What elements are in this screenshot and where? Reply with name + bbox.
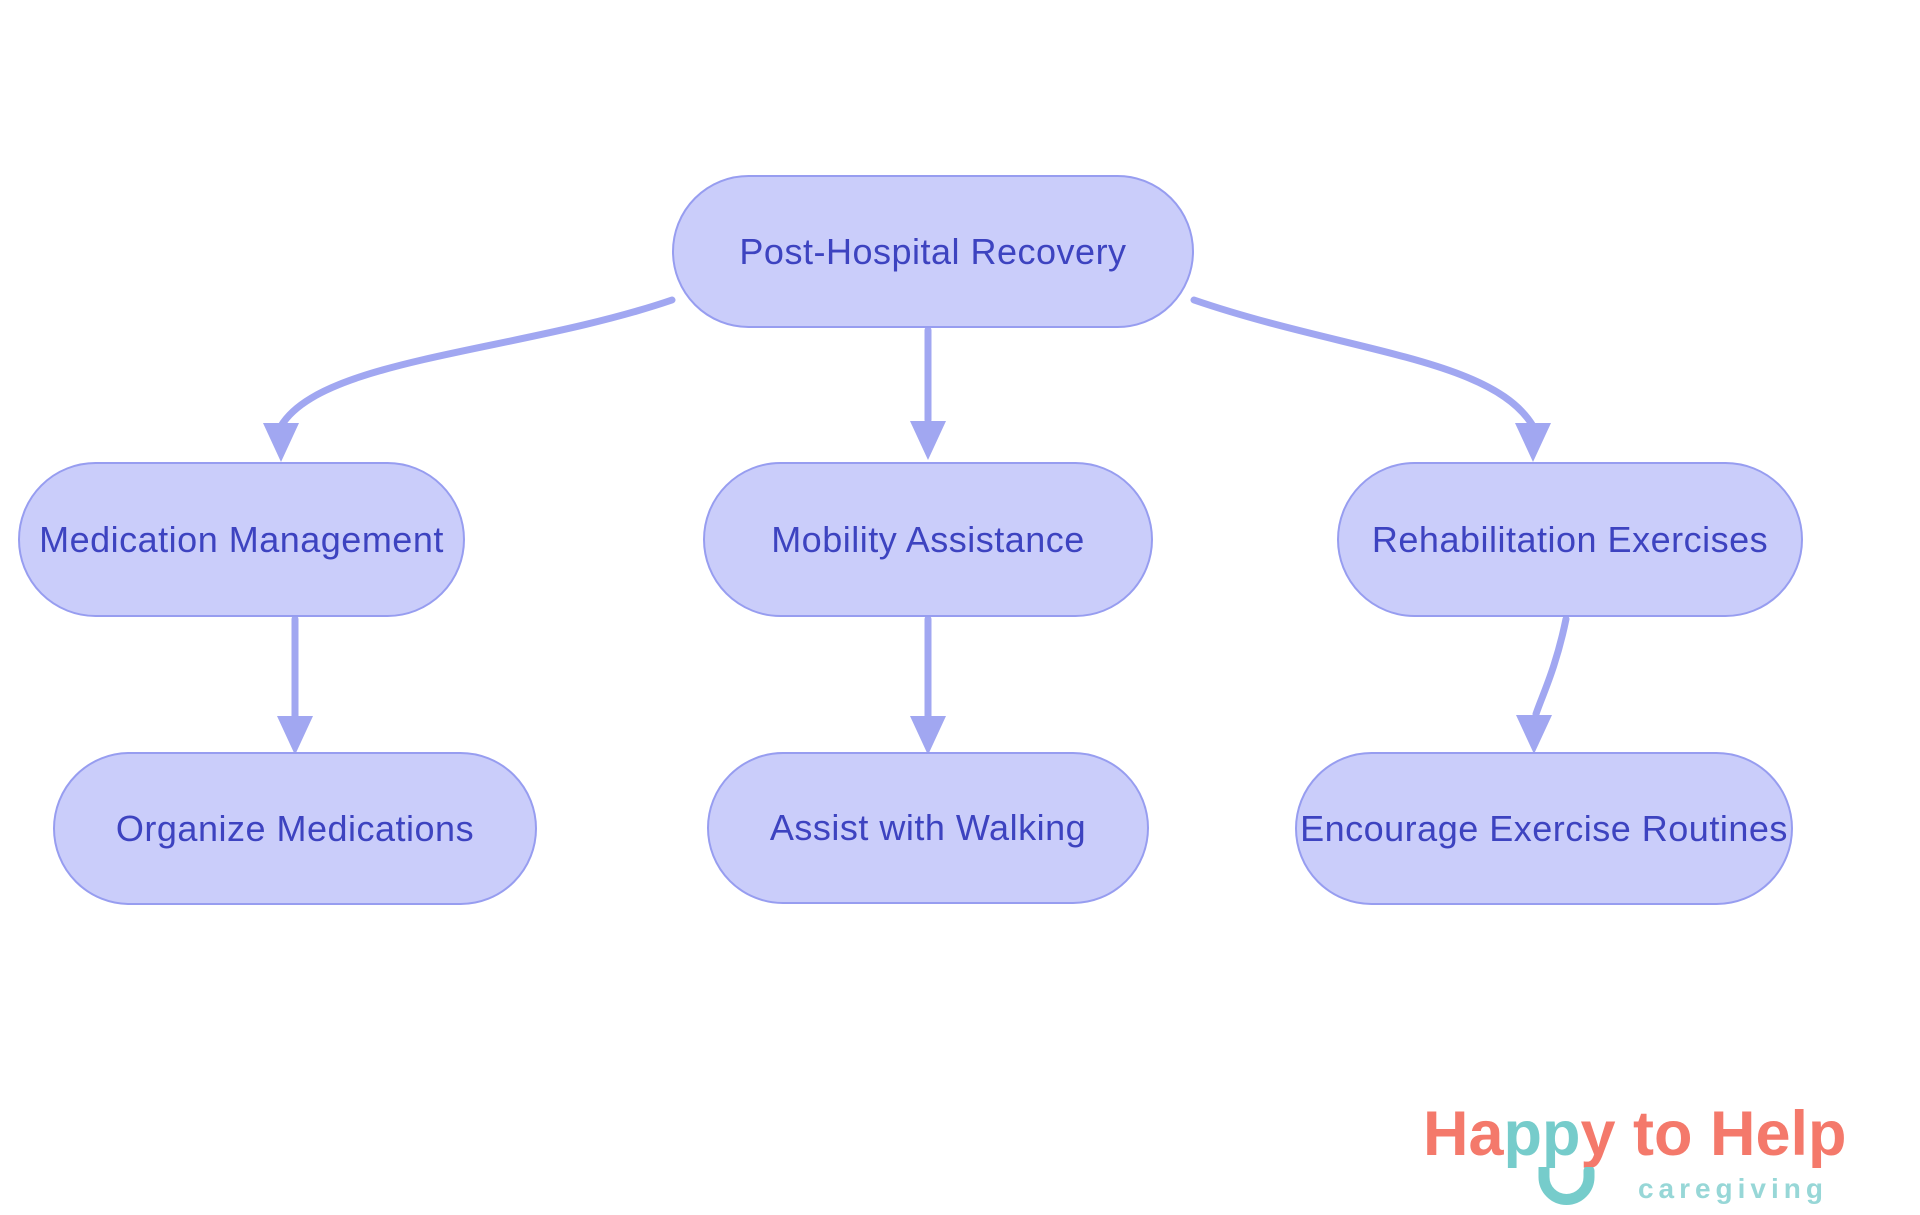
logo-text-segment: y to Help bbox=[1580, 1099, 1847, 1169]
node-mobility-assistance: Mobility Assistance bbox=[703, 462, 1153, 617]
node-rehabilitation-exercises: Rehabilitation Exercises bbox=[1337, 462, 1803, 617]
logo-text-segment-accent: pp bbox=[1503, 1099, 1581, 1169]
edge-recovery-to-mobility bbox=[910, 326, 946, 460]
logo-wordmark: Happy to Help bbox=[1423, 1103, 1878, 1166]
node-label: Mobility Assistance bbox=[771, 518, 1085, 560]
node-assist-with-walking: Assist with Walking bbox=[707, 752, 1149, 904]
node-organize-medications: Organize Medications bbox=[53, 752, 537, 905]
edge-recovery-to-medication bbox=[263, 296, 676, 462]
node-label: Assist with Walking bbox=[769, 807, 1087, 848]
edge-medication-to-organize bbox=[277, 615, 313, 755]
node-medication-management: Medication Management bbox=[18, 462, 465, 617]
node-label: Encourage Exercise Routines bbox=[1300, 807, 1788, 849]
logo-text-segment: Ha bbox=[1423, 1099, 1504, 1169]
node-label: Medication Management bbox=[39, 518, 444, 560]
node-label: Rehabilitation Exercises bbox=[1371, 518, 1769, 560]
node-encourage-exercise-routines: Encourage Exercise Routines bbox=[1295, 752, 1793, 905]
brand-logo: Happy to Help caregiving bbox=[1423, 1103, 1878, 1205]
logo-tagline: caregiving bbox=[1637, 1173, 1828, 1204]
smile-icon bbox=[1538, 1167, 1595, 1205]
node-post-hospital-recovery: Post-Hospital Recovery bbox=[672, 175, 1194, 328]
edge-mobility-to-walking bbox=[910, 615, 946, 755]
node-label: Organize Medications bbox=[115, 807, 475, 849]
edge-recovery-to-rehabilitation bbox=[1190, 296, 1551, 462]
node-label: Post-Hospital Recovery bbox=[739, 230, 1127, 272]
edge-rehabilitation-to-routines bbox=[1516, 615, 1570, 754]
